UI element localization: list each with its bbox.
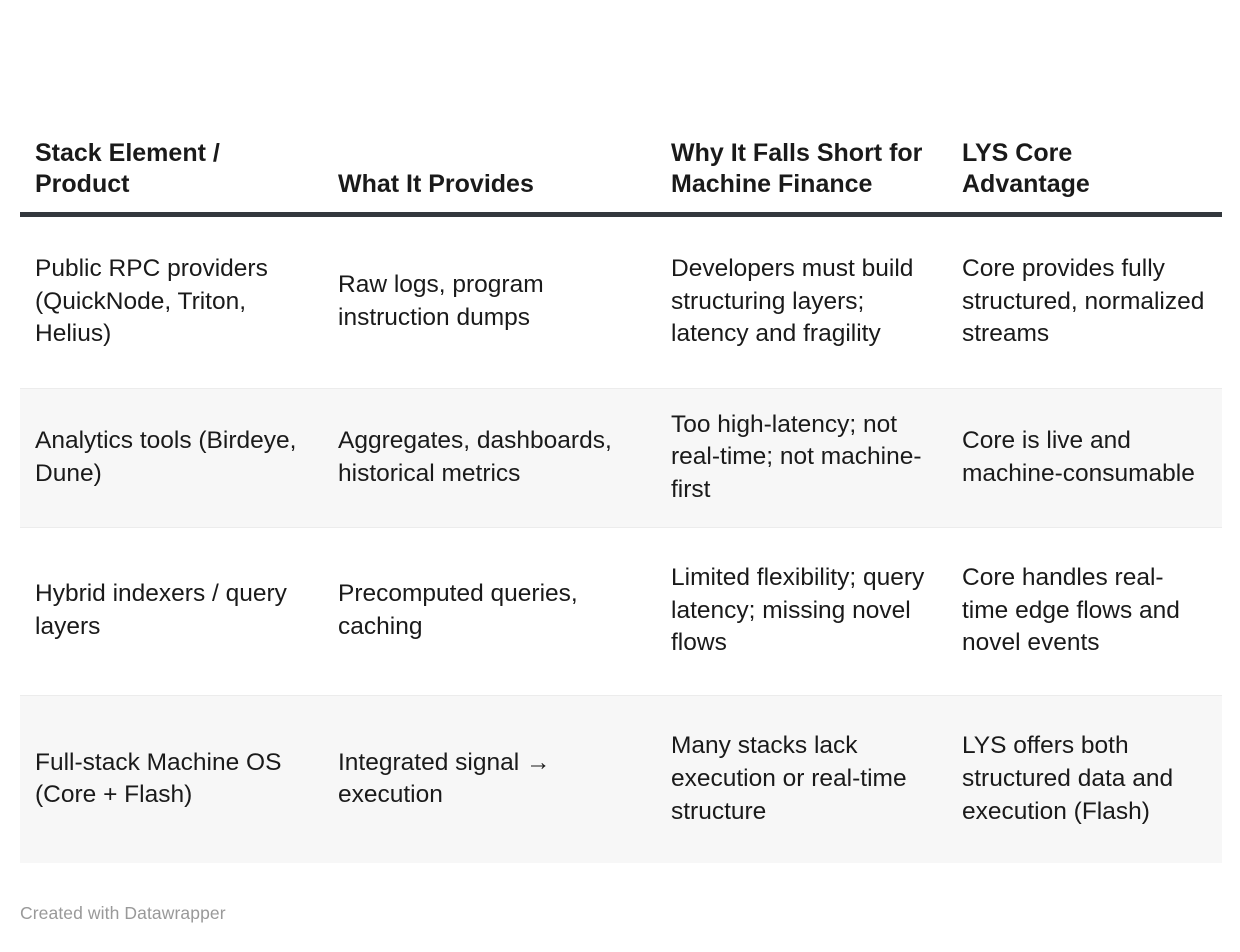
header-row: Stack Element / Product What It Provides… (20, 0, 1222, 217)
cell-what-it-provides: Integrated signal → execution (323, 695, 656, 863)
cell-lys-core-advantage: Core is live and machine-consumable (947, 388, 1222, 528)
column-header-why-it-falls-short[interactable]: Why It Falls Short for Machine Finance (656, 0, 947, 217)
column-header-what-it-provides[interactable]: What It Provides (323, 0, 656, 217)
cell-lys-core-advantage: Core provides fully structured, normaliz… (947, 214, 1222, 389)
column-header-stack-element[interactable]: Stack Element / Product (20, 0, 323, 217)
cell-what-it-provides: Precomputed queries, caching (323, 527, 656, 696)
cell-what-it-provides: Raw logs, program instruction dumps (323, 214, 656, 389)
comparison-table: Stack Element / Product What It Provides… (20, 0, 1222, 863)
cell-stack-element: Analytics tools (Birdeye, Dune) (20, 388, 323, 528)
cell-lys-core-advantage: LYS offers both structured data and exec… (947, 695, 1222, 863)
table-header: Stack Element / Product What It Provides… (20, 0, 1222, 217)
table-row: Hybrid indexers / query layers Precomput… (20, 527, 1222, 696)
cell-stack-element: Full-stack Machine OS (Core + Flash) (20, 695, 323, 863)
cell-why-it-falls-short: Developers must build structuring layers… (656, 214, 947, 389)
cell-what-it-provides: Aggregates, dashboards, historical metri… (323, 388, 656, 528)
cell-why-it-falls-short: Many stacks lack execution or real-time … (656, 695, 947, 863)
table-body: Public RPC providers (QuickNode, Triton,… (20, 214, 1222, 863)
table-container: Stack Element / Product What It Provides… (20, 0, 1222, 863)
cell-why-it-falls-short: Too high-latency; not real-time; not mac… (656, 388, 947, 528)
cell-why-it-falls-short: Limited flexibility; query latency; miss… (656, 527, 947, 696)
table-row: Analytics tools (Birdeye, Dune) Aggregat… (20, 388, 1222, 528)
cell-lys-core-advantage: Core handles real-time edge flows and no… (947, 527, 1222, 696)
column-header-lys-core-advantage[interactable]: LYS Core Advantage (947, 0, 1222, 217)
table-row: Public RPC providers (QuickNode, Triton,… (20, 214, 1222, 389)
datawrapper-credit[interactable]: Created with Datawrapper (20, 903, 226, 923)
cell-stack-element: Public RPC providers (QuickNode, Triton,… (20, 214, 323, 389)
table-row: Full-stack Machine OS (Core + Flash) Int… (20, 695, 1222, 863)
cell-stack-element: Hybrid indexers / query layers (20, 527, 323, 696)
